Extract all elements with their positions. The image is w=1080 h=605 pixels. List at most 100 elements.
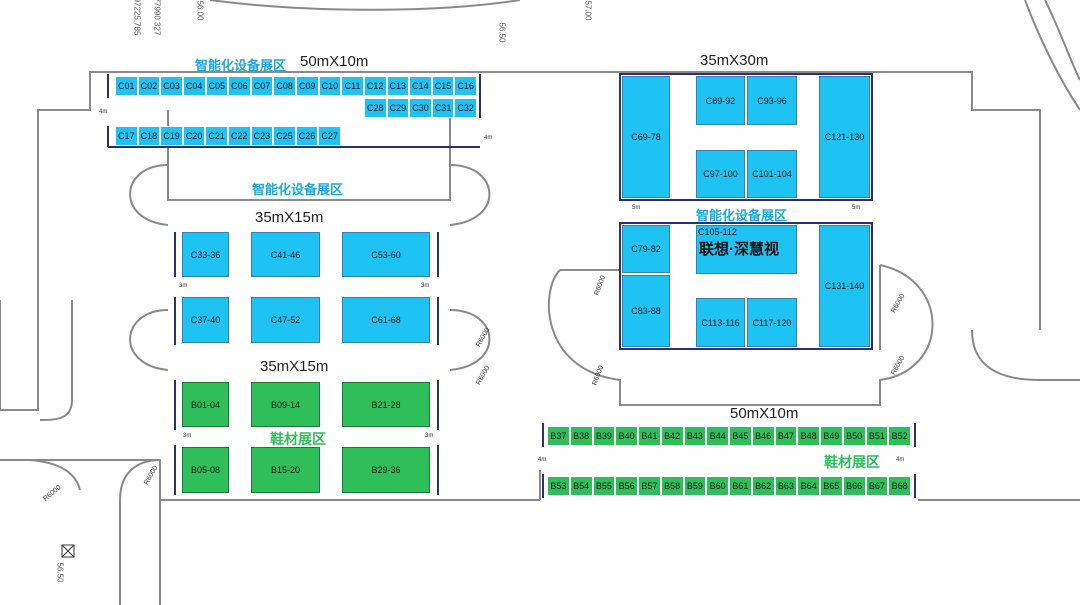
booth-c16[interactable]: C16 xyxy=(454,76,477,96)
booth-c03[interactable]: C03 xyxy=(160,76,183,96)
gap-big-left: 5m xyxy=(632,205,641,211)
coord-label: 56.50 xyxy=(55,562,65,583)
booth-b51[interactable]: B51 xyxy=(865,426,889,446)
booth-c31[interactable]: C31 xyxy=(431,98,455,118)
booth-c29[interactable]: C29 xyxy=(386,98,410,118)
coord-label: 56.50 xyxy=(497,22,507,43)
booth[interactable]: C61-68 xyxy=(342,297,430,343)
booth-b65[interactable]: B65 xyxy=(820,476,843,496)
booth-c04[interactable]: C04 xyxy=(182,76,206,96)
gap-green-right: 4m xyxy=(896,457,905,463)
booth-b38[interactable]: B38 xyxy=(569,426,593,446)
booth-c09[interactable]: C09 xyxy=(296,76,319,96)
booth-c27[interactable]: C27 xyxy=(318,126,341,146)
booth-c14[interactable]: C14 xyxy=(409,76,432,96)
booth-b46[interactable]: B46 xyxy=(751,426,775,446)
booth[interactable]: B21-28 xyxy=(342,382,430,427)
booth[interactable]: C121-130 xyxy=(819,76,870,198)
booth-c11[interactable]: C11 xyxy=(341,76,364,96)
booth-c05[interactable]: C05 xyxy=(205,76,229,96)
booth-b50[interactable]: B50 xyxy=(842,426,866,446)
booth-b53[interactable]: B53 xyxy=(547,476,570,496)
booth-c07[interactable]: C07 xyxy=(250,76,274,96)
booth-b67[interactable]: B67 xyxy=(865,476,889,496)
booth-c19[interactable]: C19 xyxy=(160,126,183,146)
booth[interactable]: B09-14 xyxy=(251,382,320,427)
booth-b40[interactable]: B40 xyxy=(615,426,638,446)
gap-big-right: 5m xyxy=(852,205,861,211)
booth-c28[interactable]: C28 xyxy=(364,98,387,118)
brand-name: 联想·深慧视 xyxy=(699,241,779,258)
booth[interactable]: C83-88 xyxy=(622,275,670,347)
booth-b61[interactable]: B61 xyxy=(729,476,752,496)
booth-b49[interactable]: B49 xyxy=(820,426,843,446)
booth[interactable]: C69-78 xyxy=(622,76,670,198)
booth-c23[interactable]: C23 xyxy=(250,126,274,146)
dim-lower-block: 35mX15m xyxy=(260,358,329,375)
booth-c02[interactable]: C02 xyxy=(137,76,161,96)
booth-b60[interactable]: B60 xyxy=(706,476,729,496)
booth-b45[interactable]: B45 xyxy=(729,426,752,446)
booth-b43[interactable]: B43 xyxy=(683,426,707,446)
booth-c01[interactable]: C01 xyxy=(115,76,138,96)
booth-b52[interactable]: B52 xyxy=(888,426,911,446)
booth-b66[interactable]: B66 xyxy=(842,476,866,496)
zone-smart-right: 智能化设备展区 xyxy=(696,208,788,223)
booth-b48[interactable]: B48 xyxy=(797,426,820,446)
booth-b58[interactable]: B58 xyxy=(660,476,684,496)
booth-c15[interactable]: C15 xyxy=(431,76,455,96)
booth[interactable]: C41-46 xyxy=(251,232,320,277)
booth-b63[interactable]: B63 xyxy=(774,476,798,496)
booth-c25[interactable]: C25 xyxy=(273,126,296,146)
booth[interactable]: C93-96 xyxy=(747,76,797,125)
booth-c06[interactable]: C06 xyxy=(228,76,251,96)
booth[interactable]: B01-04 xyxy=(182,382,229,427)
booth-c12[interactable]: C12 xyxy=(363,76,387,96)
booth[interactable]: C113-116 xyxy=(696,298,745,347)
booth-c21[interactable]: C21 xyxy=(205,126,228,146)
booth[interactable]: C89-92 xyxy=(696,76,745,125)
booth[interactable]: B15-20 xyxy=(251,447,320,493)
booth-c13[interactable]: C13 xyxy=(386,76,410,96)
booth-b42[interactable]: B42 xyxy=(660,426,684,446)
booth[interactable]: C101-104 xyxy=(747,150,797,198)
booth-highlight[interactable] xyxy=(696,225,797,274)
booth-c30[interactable]: C30 xyxy=(409,98,432,118)
booth-c08[interactable]: C08 xyxy=(273,76,296,96)
booth[interactable]: B05-08 xyxy=(182,447,229,493)
booth[interactable]: B29-36 xyxy=(342,447,430,493)
booth-b41[interactable]: B41 xyxy=(638,426,661,446)
booth-b62[interactable]: B62 xyxy=(751,476,775,496)
booth[interactable]: C131-140 xyxy=(819,225,870,347)
booth-c22[interactable]: C22 xyxy=(227,126,251,146)
booth-b54[interactable]: B54 xyxy=(569,476,593,496)
booth-c17[interactable]: C17 xyxy=(115,126,138,146)
booth-c18[interactable]: C18 xyxy=(137,126,161,146)
booth[interactable]: C53-60 xyxy=(342,232,430,277)
booth-b47[interactable]: B47 xyxy=(774,426,798,446)
booth-c26[interactable]: C26 xyxy=(295,126,319,146)
booth-b68[interactable]: B68 xyxy=(888,476,911,496)
booth-b56[interactable]: B56 xyxy=(615,476,638,496)
booth[interactable]: C117-120 xyxy=(747,298,797,347)
booth[interactable]: C33-36 xyxy=(182,232,229,277)
booth[interactable]: C79-82 xyxy=(622,225,670,273)
booth-b37[interactable]: B37 xyxy=(547,426,570,446)
booth-c20[interactable]: C20 xyxy=(182,126,206,146)
booth-b59[interactable]: B59 xyxy=(683,476,707,496)
zone-shoes-right: 鞋材展区 xyxy=(824,454,880,470)
booth-c10[interactable]: C10 xyxy=(318,76,342,96)
booth[interactable]: C47-52 xyxy=(251,297,320,343)
booth[interactable]: C37-40 xyxy=(182,297,229,343)
booth-b44[interactable]: B44 xyxy=(706,426,729,446)
booth-c32[interactable]: C32 xyxy=(454,98,477,118)
booth-b39[interactable]: B39 xyxy=(592,426,616,446)
booth-b57[interactable]: B57 xyxy=(638,476,661,496)
booth-b64[interactable]: B64 xyxy=(797,476,820,496)
booth[interactable]: C97-100 xyxy=(696,150,745,198)
gap-green-left: 4m xyxy=(538,457,547,463)
zone-shoes-left: 鞋材展区 xyxy=(270,431,326,447)
booth-b55[interactable]: B55 xyxy=(592,476,616,496)
